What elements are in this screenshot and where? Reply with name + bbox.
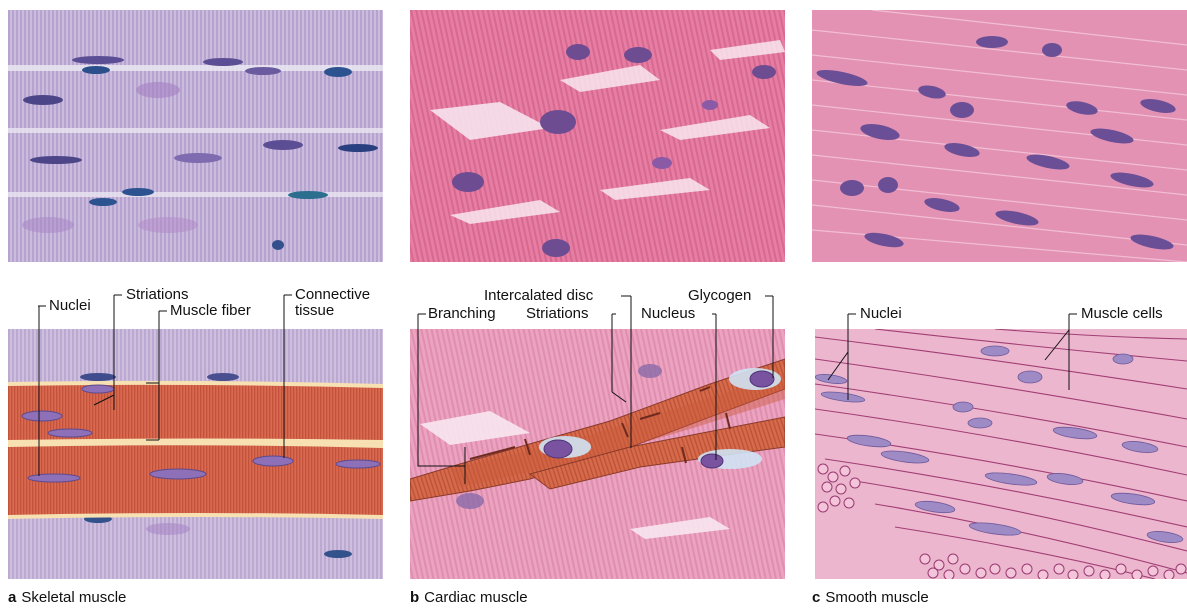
smooth-illustration bbox=[815, 329, 1187, 579]
caption-text-a: Skeletal muscle bbox=[21, 589, 126, 606]
label-a-nuclei: Nuclei bbox=[49, 298, 91, 314]
label-a-striations: Striations bbox=[126, 287, 189, 303]
label-b-intercalated-disc: Intercalated disc bbox=[484, 288, 593, 304]
smooth-micrograph bbox=[812, 10, 1187, 262]
caption-letter-a: a bbox=[8, 589, 16, 606]
label-a-tissue: tissue bbox=[295, 303, 334, 319]
label-a-muscle-fiber: Muscle fiber bbox=[170, 303, 251, 319]
skeletal-micrograph bbox=[8, 10, 383, 262]
caption-text-b: Cardiac muscle bbox=[424, 589, 527, 606]
caption-letter-c: c bbox=[812, 589, 820, 606]
label-b-branching: Branching bbox=[428, 306, 496, 322]
label-b-striations: Striations bbox=[526, 306, 589, 322]
caption-letter-b: b bbox=[410, 589, 419, 606]
caption-smooth: c Smooth muscle bbox=[812, 590, 929, 606]
label-b-glycogen: Glycogen bbox=[688, 288, 751, 304]
caption-skeletal: a Skeletal muscle bbox=[8, 590, 126, 606]
skeletal-illustration bbox=[8, 329, 383, 579]
caption-cardiac: b Cardiac muscle bbox=[410, 590, 528, 606]
label-a-connective: Connective bbox=[295, 287, 370, 303]
cardiac-illustration bbox=[410, 329, 785, 579]
label-c-muscle-cells: Muscle cells bbox=[1081, 306, 1163, 322]
label-c-nuclei: Nuclei bbox=[860, 306, 902, 322]
label-b-nucleus: Nucleus bbox=[641, 306, 695, 322]
caption-text-c: Smooth muscle bbox=[825, 589, 928, 606]
cardiac-micrograph bbox=[410, 10, 785, 262]
